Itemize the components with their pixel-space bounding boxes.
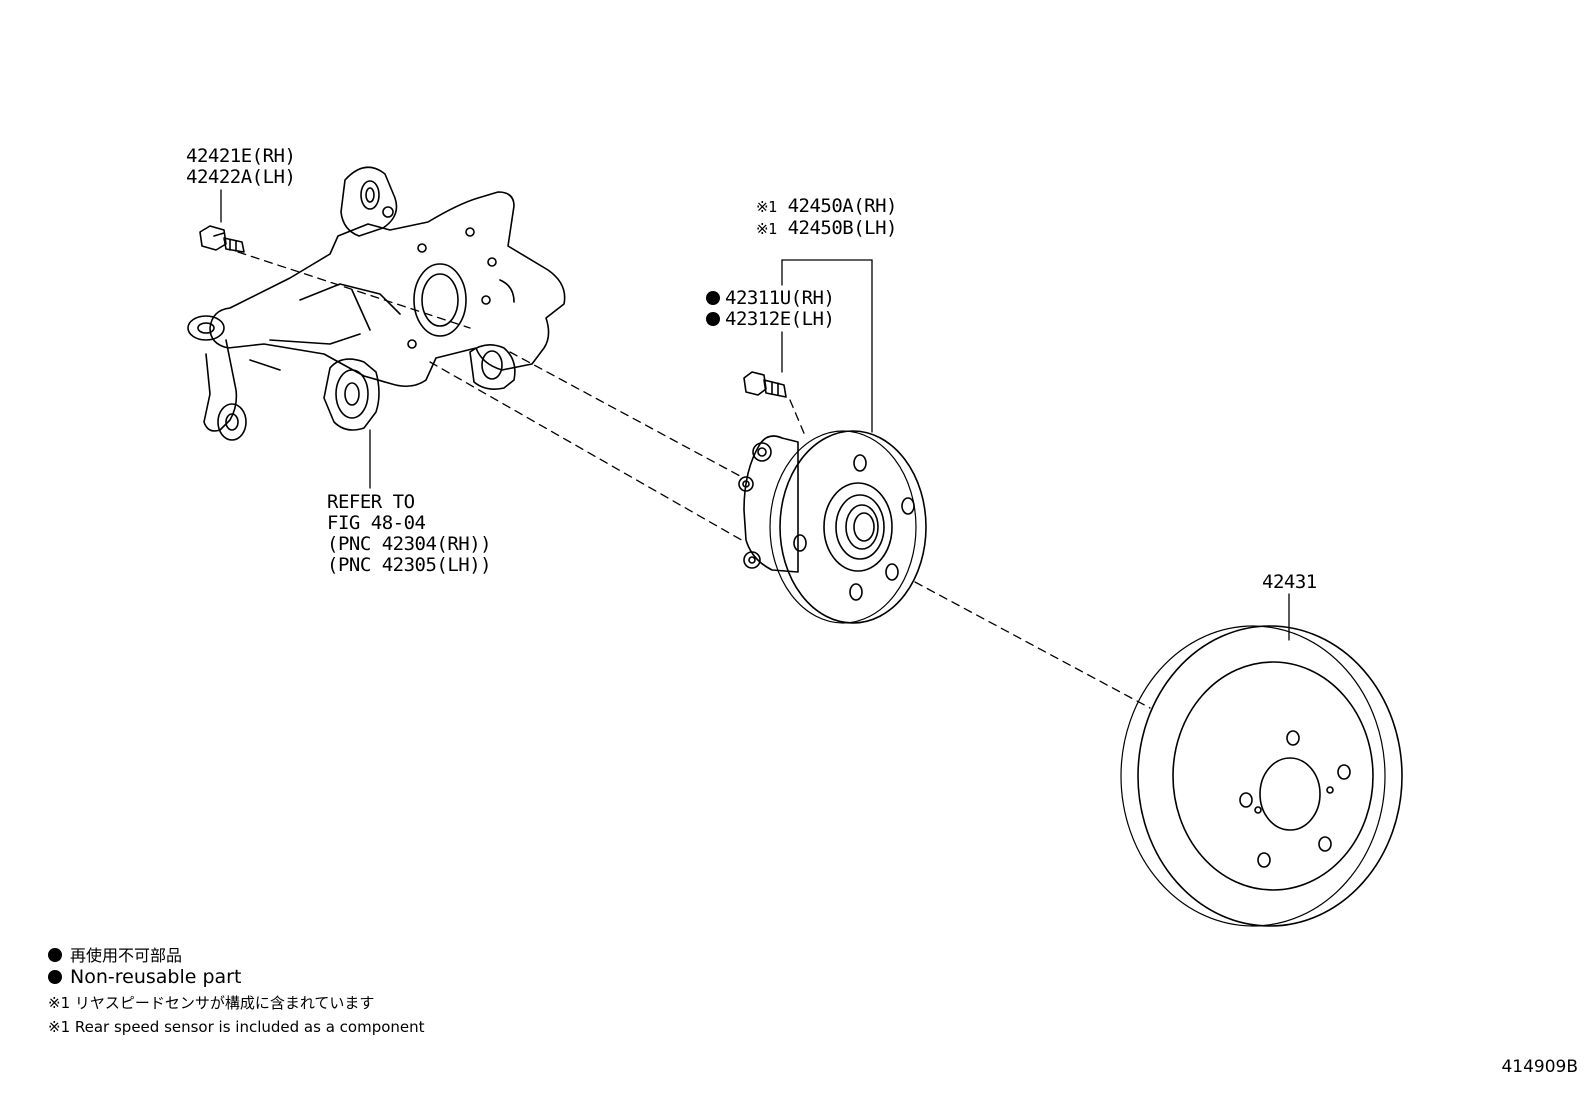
non-reusable-dot-icon (706, 291, 720, 305)
hub-bearing-assembly (738, 430, 927, 624)
non-reusable-dot-icon (706, 312, 720, 326)
leader-lines (220, 189, 1290, 641)
refer-label: REFER TO FIG 48-04 (PNC 42304(RH)) (PNC … (327, 491, 492, 576)
note-sensor-en: ※1 Rear speed sensor is included as a co… (48, 1018, 425, 1036)
brake-disc (1120, 625, 1403, 927)
hub-assy-mark-lh: ※1 (756, 220, 777, 238)
hub-bolt-lh: 42312E(LH) (725, 308, 835, 330)
hub-bolt-rh: 42311U(RH) (725, 287, 835, 309)
note-non-reusable-en: Non-reusable part (48, 966, 241, 988)
non-reusable-dot-icon (48, 948, 62, 962)
hub-bolt-label: 42311U(RH) 42312E(LH) (706, 287, 835, 330)
figure-id: 414909B (1501, 1057, 1578, 1077)
hub-assy-mark-rh: ※1 (756, 198, 777, 216)
carrier-bolt-label: 42421E(RH) 42422A(LH) (186, 145, 296, 188)
hub-assy-rh: 42450A(RH) (787, 195, 898, 217)
assembly-lines (237, 251, 1151, 709)
note-non-reusable-jp: 再使用不可部品 (48, 942, 182, 966)
non-reusable-dot-icon (48, 970, 62, 984)
disc-label: 42431 (1262, 571, 1317, 593)
note-sensor-jp: ※1 リヤスピードセンサが構成に含まれています (48, 994, 375, 1012)
hub-assy-label: ※1 42450A(RH) ※1 42450B(LH) (756, 196, 897, 240)
axle-carrier (187, 166, 566, 441)
hub-bolt (743, 371, 787, 398)
carrier-bolt (199, 225, 245, 253)
hub-assy-lh: 42450B(LH) (787, 217, 898, 239)
